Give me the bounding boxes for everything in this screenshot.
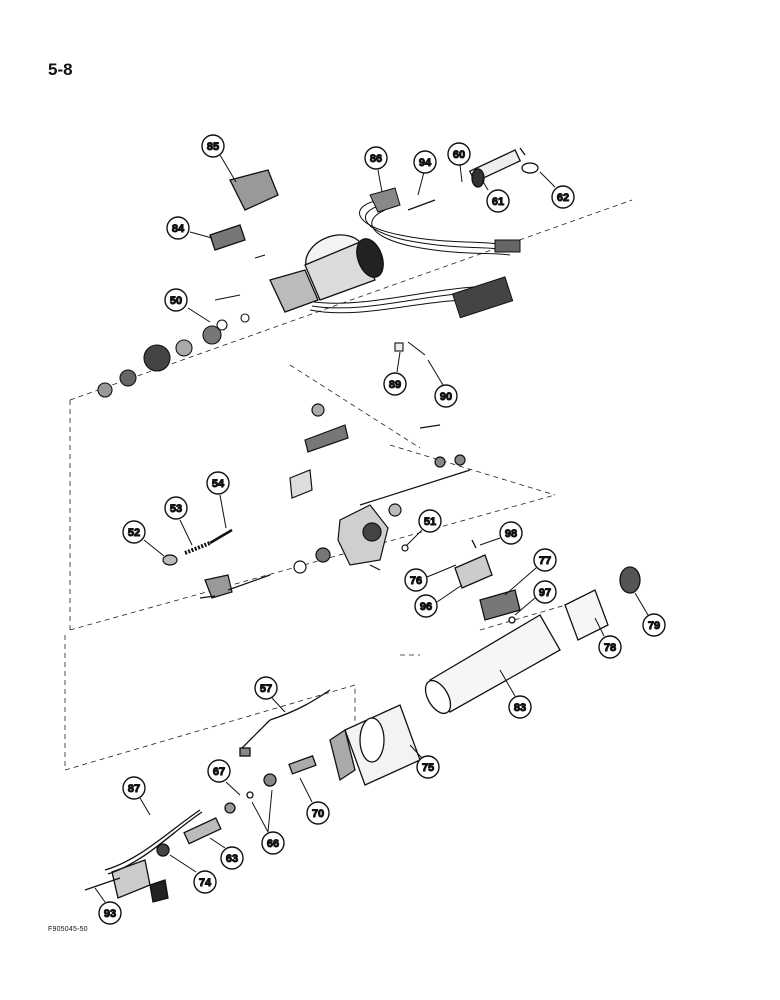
lower-shaft-assembly (84, 689, 421, 903)
svg-text:57: 57 (260, 683, 272, 695)
rack-spring-bolt (162, 528, 271, 599)
callout-67: 67 (207, 759, 241, 796)
callout-77: 77 (504, 548, 557, 596)
svg-text:96: 96 (420, 601, 432, 613)
svg-text:78: 78 (604, 642, 616, 654)
svg-text:52: 52 (128, 527, 140, 539)
svg-text:50: 50 (170, 295, 182, 307)
callout-96: 96 (414, 584, 463, 618)
figure-id: F905045-50 (48, 926, 88, 933)
svg-text:90: 90 (440, 391, 452, 403)
wiring-harness (309, 187, 521, 319)
shaft-and-cap (407, 147, 539, 211)
svg-text:54: 54 (212, 478, 225, 490)
svg-text:51: 51 (424, 516, 436, 528)
svg-text:84: 84 (172, 223, 185, 235)
callout-60: 60 (447, 142, 471, 183)
page-number: 5-8 (48, 60, 73, 79)
svg-text:86: 86 (370, 153, 382, 165)
svg-text:97: 97 (539, 587, 551, 599)
svg-text:66: 66 (267, 838, 279, 850)
callout-76: 76 (404, 564, 457, 592)
callout-57: 57 (254, 676, 286, 713)
callout-75: 75 (409, 744, 440, 779)
callout-61: 61 (481, 179, 510, 213)
callout-54: 54 (206, 471, 230, 529)
callout-86: 86 (364, 146, 388, 193)
callout-74: 74 (169, 854, 217, 894)
callout-79: 79 (634, 592, 666, 637)
svg-text:53: 53 (170, 503, 182, 515)
callout-93: 93 (94, 887, 122, 925)
svg-text:74: 74 (199, 877, 212, 889)
callout-94: 94 (413, 150, 437, 196)
callout-63: 63 (209, 837, 244, 870)
svg-text:77: 77 (539, 555, 551, 567)
svg-text:83: 83 (514, 702, 526, 714)
svg-text:61: 61 (492, 196, 504, 208)
callout-83: 83 (499, 669, 532, 719)
callouts: 85 86 94 60 61 62 84 50 89 90 52 53 54 5… (94, 134, 666, 925)
cancel-cam-parts (97, 254, 426, 398)
svg-text:75: 75 (422, 762, 434, 774)
svg-text:98: 98 (505, 528, 517, 540)
callout-50: 50 (164, 288, 211, 323)
callout-85: 85 (201, 134, 237, 183)
svg-text:63: 63 (226, 853, 238, 865)
svg-text:94: 94 (419, 157, 432, 169)
svg-text:85: 85 (207, 141, 219, 153)
svg-text:93: 93 (104, 908, 116, 920)
callout-62: 62 (539, 171, 575, 209)
callout-87: 87 (122, 776, 151, 816)
svg-text:67: 67 (213, 766, 225, 778)
callout-52: 52 (122, 520, 165, 557)
callout-98: 98 (479, 521, 523, 546)
lock-housing-assembly (289, 403, 471, 574)
callout-97: 97 (514, 580, 557, 616)
callout-53: 53 (164, 496, 193, 546)
svg-text:79: 79 (648, 620, 660, 632)
svg-text:60: 60 (453, 149, 465, 161)
callout-70: 70 (299, 777, 330, 825)
svg-text:87: 87 (128, 783, 140, 795)
svg-text:62: 62 (557, 192, 569, 204)
callout-90: 90 (427, 359, 458, 408)
svg-text:76: 76 (410, 575, 422, 587)
switch-housing-assembly (209, 169, 384, 313)
callout-89: 89 (383, 351, 407, 396)
callout-66: 66 (251, 789, 285, 855)
svg-text:70: 70 (312, 808, 324, 820)
callout-84: 84 (166, 216, 213, 240)
svg-text:89: 89 (389, 379, 401, 391)
callout-78: 78 (594, 617, 622, 659)
jacket-and-bracket (424, 539, 641, 715)
callout-51: 51 (405, 509, 442, 547)
